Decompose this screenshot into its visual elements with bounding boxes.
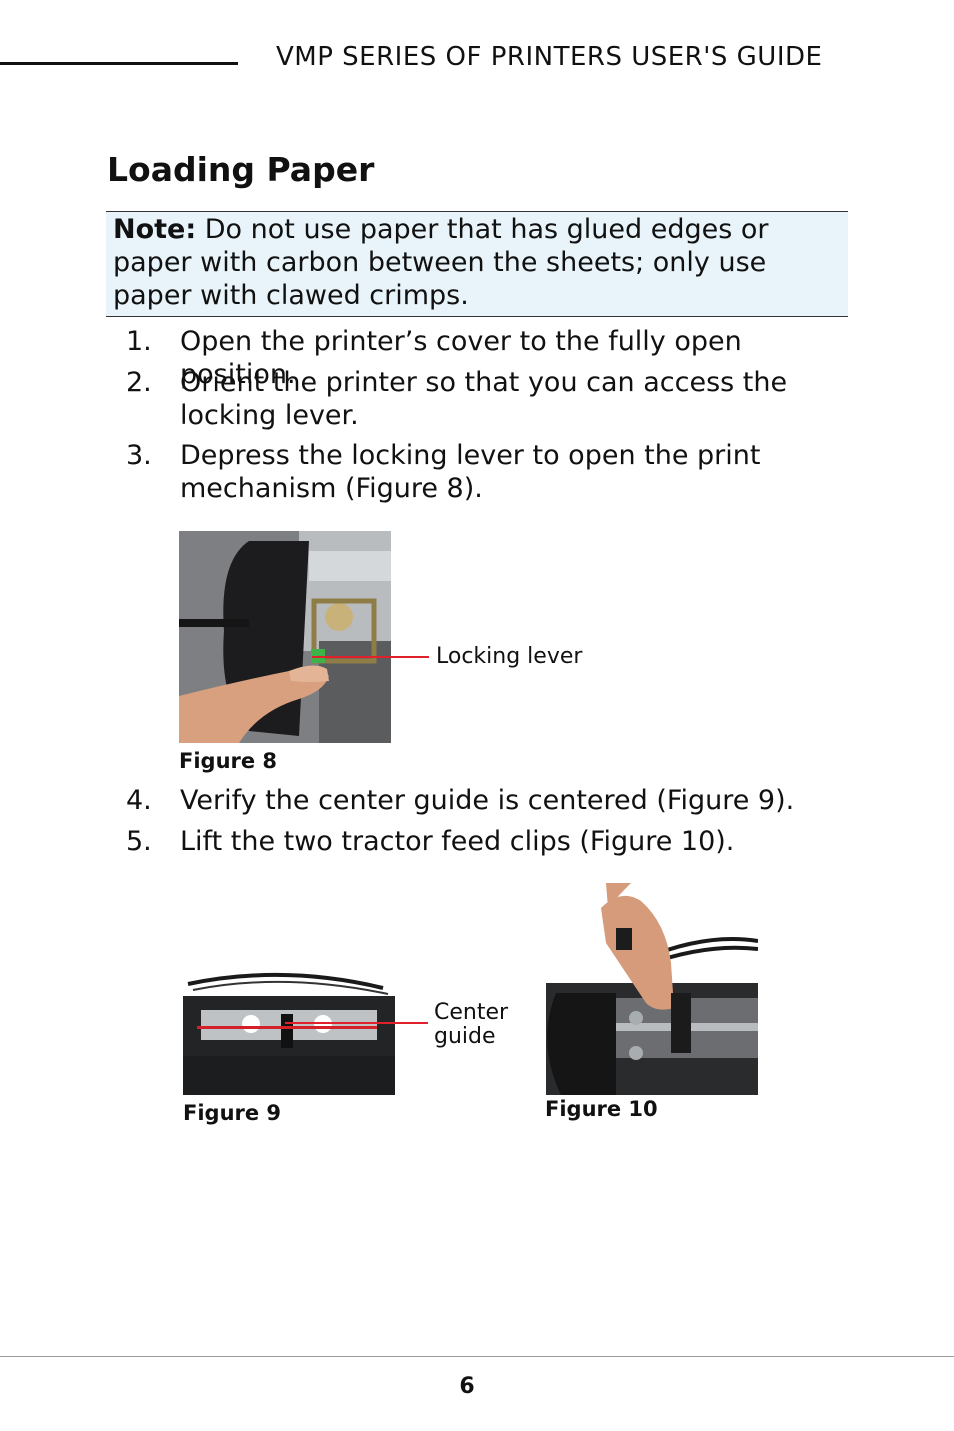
step-text: Lift the two tractor feed clips (Figure … (180, 826, 735, 857)
note-label: Note: (113, 214, 197, 245)
figure-10-photo (546, 883, 758, 1095)
printer-locking-lever-illustration (179, 531, 391, 743)
center-guide-callout-line2: guide (434, 1024, 496, 1049)
step-number: 3. (126, 440, 152, 471)
step-text: Depress the locking lever to open the pr… (180, 440, 761, 504)
figure-10-label: Figure 10 (545, 1097, 658, 1121)
figure-8-photo (179, 531, 391, 743)
tractor-feed-clips-illustration (546, 883, 758, 1095)
locking-lever-callout: Locking lever (436, 644, 583, 669)
footer-rule (0, 1356, 954, 1357)
center-guide-callout-line (285, 1022, 428, 1024)
page-number: 6 (459, 1374, 475, 1399)
step-text: Open the printer’s cover to the fully op… (180, 326, 742, 390)
step-number: 1. (126, 326, 152, 357)
note-box: Note: Do not use paper that has glued ed… (106, 211, 848, 317)
header-rule (0, 62, 238, 65)
running-header: VMP SERIES OF PRINTERS USER'S GUIDE (276, 42, 823, 72)
step-text: Verify the center guide is centered (Fig… (180, 785, 795, 816)
center-guide-callout: Center guide (434, 1001, 508, 1049)
step-text: Orient the printer so that you can acces… (180, 367, 788, 431)
locking-lever-callout-line (312, 656, 429, 658)
step-number: 5. (126, 826, 152, 857)
note-text: Do not use paper that has glued edges or… (113, 214, 769, 311)
figure-9-label: Figure 9 (183, 1101, 282, 1125)
center-guide-illustration (183, 966, 395, 1095)
step-number: 2. (126, 367, 152, 398)
step-number: 4. (126, 785, 152, 816)
figure-8-label: Figure 8 (179, 749, 278, 773)
figure-9-photo (183, 966, 395, 1095)
section-title: Loading Paper (107, 150, 375, 189)
center-guide-callout-line1: Center (434, 1000, 509, 1025)
